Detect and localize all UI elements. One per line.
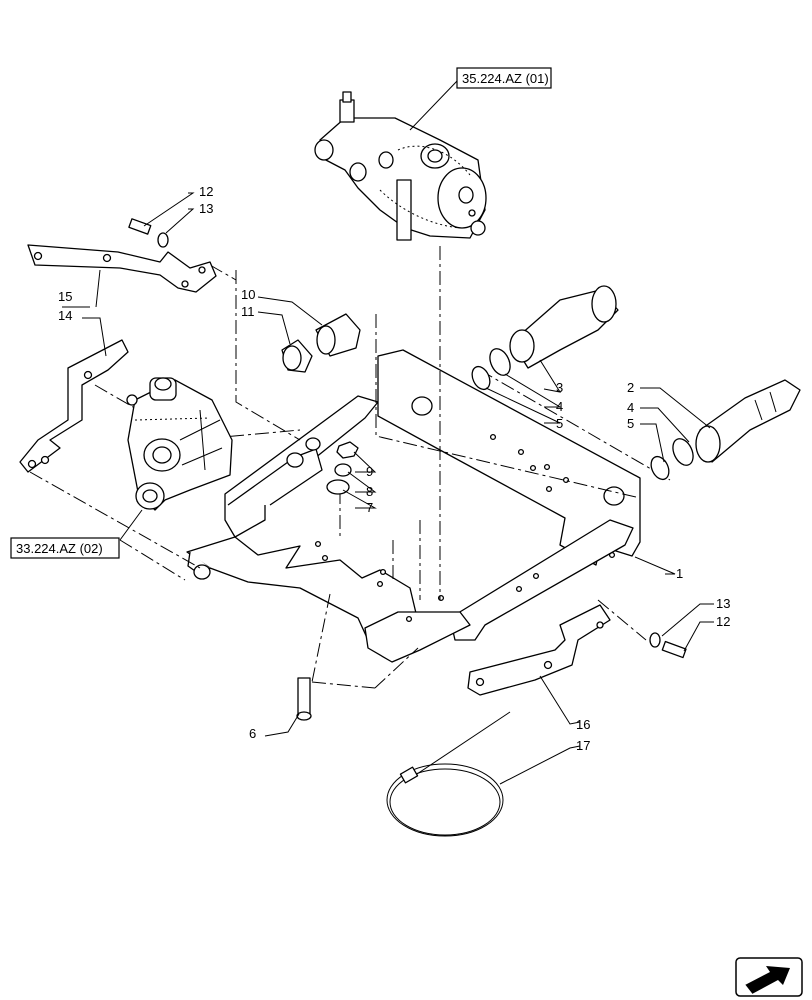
coupling-3	[509, 285, 619, 369]
leader-lines	[62, 79, 714, 785]
callout-16: 16	[576, 717, 590, 732]
seals	[471, 348, 694, 481]
callout-5-right: 5	[627, 416, 634, 431]
bracket-14	[19, 339, 129, 473]
callout-1: 1	[676, 566, 683, 581]
next-page-arrow-icon[interactable]	[735, 957, 803, 997]
reference-box-top[interactable]: 35.224.AZ (01)	[456, 67, 552, 89]
callout-11: 11	[241, 304, 255, 319]
reference-label-top: 35.224.AZ (01)	[462, 71, 549, 86]
bracket-16	[467, 604, 611, 696]
pump-assembly	[126, 377, 233, 511]
callout-17: 17	[576, 738, 590, 753]
reference-box-left[interactable]: 33.224.AZ (02)	[10, 537, 120, 559]
callout-4-right: 4	[627, 400, 634, 415]
callout-13-bottom: 13	[716, 596, 730, 611]
fittings-10-11	[281, 313, 361, 373]
callout-7: 7	[366, 500, 373, 515]
callout-15: 15	[58, 289, 72, 304]
hardware	[128, 218, 687, 721]
callout-4-left: 4	[556, 399, 563, 414]
callout-8: 8	[366, 484, 373, 499]
callout-2: 2	[627, 380, 634, 395]
control-valve	[314, 91, 487, 241]
callout-10: 10	[241, 287, 255, 302]
bracket-15	[27, 244, 217, 293]
callout-12-top: 12	[199, 184, 213, 199]
callout-labels: 1 2 3 4 4 5 5 6 7 8 9 10 11 12 12 13 13 …	[58, 184, 730, 753]
callout-6: 6	[249, 726, 256, 741]
callout-3: 3	[556, 380, 563, 395]
callout-12-bottom: 12	[716, 614, 730, 629]
callout-13-top: 13	[199, 201, 213, 216]
callout-5-left: 5	[556, 416, 563, 431]
coupling-2	[695, 379, 801, 463]
center-lines	[29, 246, 671, 689]
callout-9: 9	[366, 464, 373, 479]
callout-14: 14	[58, 308, 72, 323]
reference-label-left: 33.224.AZ (02)	[16, 541, 103, 556]
main-bracket	[186, 349, 641, 663]
cable-tie	[386, 711, 511, 837]
